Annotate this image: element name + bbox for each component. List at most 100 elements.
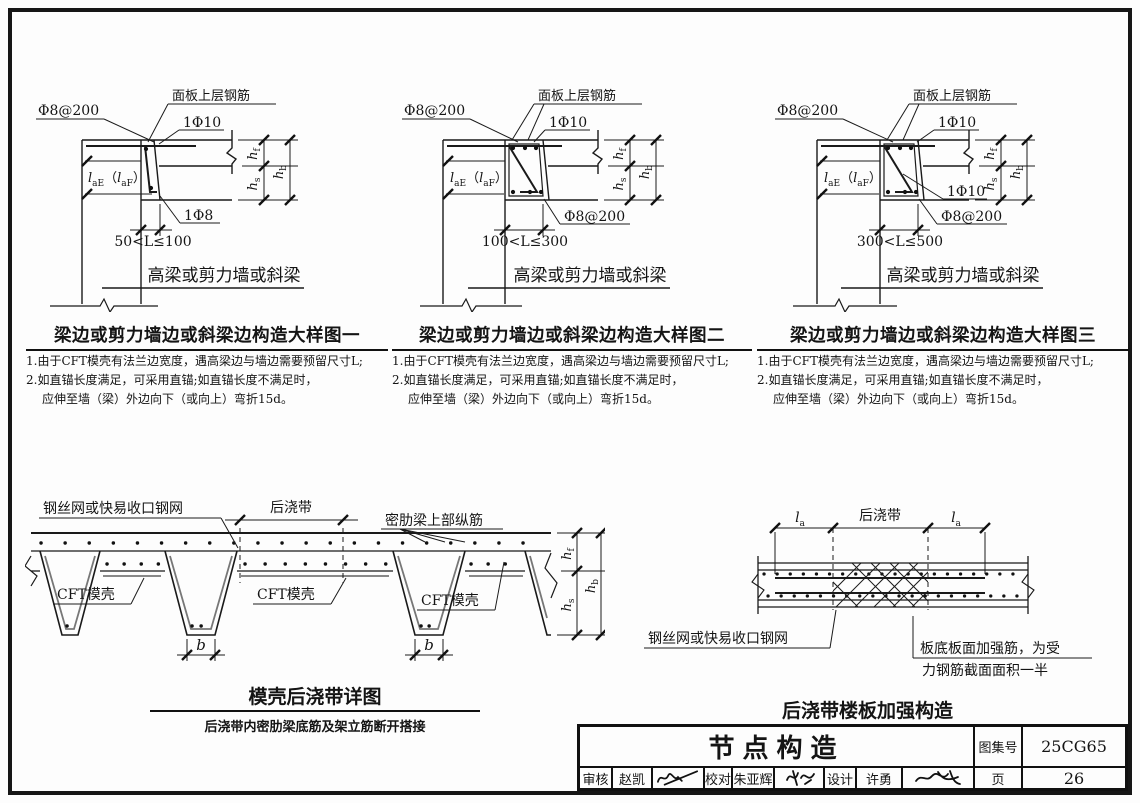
- detail-2-label-top-bar: 1Φ10: [549, 115, 587, 131]
- detail-figure-2: Φ8@200 面板上层钢筋 1Φ10 laE（laF） Φ8@200 100<L…: [392, 82, 752, 408]
- title-block: 节点构造 图集号 25CG65 审核 赵凯 校对 朱亚辉 设计 许勇: [577, 724, 1128, 791]
- formwork-label-strip: 后浇带: [270, 500, 312, 516]
- formwork-dim-hs: hs: [560, 598, 577, 611]
- detail-2-dim-hs: hs: [612, 177, 629, 190]
- detail-3-dim-hs: hs: [983, 177, 1000, 190]
- checker-name: 朱亚辉: [731, 768, 773, 788]
- checker-signature: [773, 768, 823, 788]
- formwork-dim-b-2: b: [424, 636, 434, 654]
- detail-2-label-range: 100<L≤300: [482, 234, 568, 250]
- detail-1-label-spacing: Φ8@200: [38, 103, 99, 119]
- slab-label-reinforce-1: 板底板面加强筋，为受: [920, 640, 1060, 657]
- slab-label-strip: 后浇带: [859, 508, 901, 524]
- slab-dim-lines: [774, 527, 986, 610]
- detail-1-dim-ticks: [81, 134, 296, 236]
- formwork-dim-lines: [177, 519, 609, 661]
- detail-1-label-top-bar: 1Φ10: [183, 115, 221, 131]
- slab-label-reinforce-2: 力钢筋截面面积一半: [922, 662, 1048, 679]
- slab-reinforce-bars: [775, 577, 985, 594]
- atlas-number-label: 图集号: [973, 727, 1021, 766]
- detail-3-dim-hf: hf: [983, 147, 1000, 159]
- detail-2-leaders: [402, 103, 642, 225]
- detail-figure-1: Φ8@200 面板上层钢筋 1Φ10 laE（laF） 1Φ8 50<L≤100…: [26, 82, 388, 408]
- formwork-dim-b-1: b: [196, 636, 206, 654]
- detail-3-note-1: 1.由于CFT模壳有法兰边宽度，遇高梁边与墙边需要预留尺寸L;: [757, 354, 1094, 368]
- detail-3-label-mid-bar: 1Φ10: [947, 184, 985, 200]
- detail-3-leaders: [775, 103, 1017, 225]
- designer-name: 许勇: [855, 768, 901, 788]
- detail-1-dim-hb: hb: [272, 165, 289, 179]
- sheet-border-frame: [8, 8, 1132, 795]
- slab-leaders: [644, 609, 1092, 659]
- detail-3-rebar-dots: [885, 145, 919, 195]
- detail-1-caption: 梁边或剪力墙边或斜梁边构造大样图一 1.由于CFT模壳有法兰边宽度，遇高梁边与墙…: [26, 322, 388, 408]
- detail-3-title: 梁边或剪力墙边或斜梁边构造大样图三: [757, 322, 1129, 351]
- detail-3-label-spacing: Φ8@200: [777, 103, 838, 119]
- check-label: 校对: [703, 768, 731, 788]
- detail-1-label-support: 高梁或剪力墙或斜梁: [148, 266, 301, 286]
- detail-3-label-anchor: laE（laF）: [824, 171, 882, 189]
- designer-signature-icon: [915, 770, 961, 785]
- detail-2-note-2: 2.如直锚长度满足，可采用直锚;如直锚长度不满足时，: [392, 373, 684, 387]
- detail-2-label-bottom-bar: Φ8@200: [564, 209, 625, 225]
- sheet-title: 节点构造: [708, 734, 845, 764]
- detail-1-rebar-dots: [143, 146, 154, 191]
- detail-2-label-anchor: laE（laF）: [450, 171, 508, 189]
- reviewer-name: 赵凯: [611, 768, 651, 788]
- detail-3-dim-lines: [820, 139, 1043, 289]
- formwork-label-mesh: 钢丝网或快易收口钢网: [43, 501, 183, 517]
- detail-2-note-3: 应伸至墙（梁）外边向下（或向上）弯折15d。: [408, 392, 659, 406]
- formwork-dim-ticks: [181, 514, 607, 661]
- detail-1-leaders: [36, 103, 276, 224]
- slab-caption: 后浇带楼板加强构造: [640, 696, 1095, 726]
- formwork-strip-figure: 钢丝网或快易收口钢网 后浇带 密肋梁上部纵筋 CFT模壳 CFT模壳 CFT模壳…: [24, 498, 609, 735]
- slab-rebar-dots: [762, 572, 1026, 598]
- cft-shell-lines: [44, 555, 548, 630]
- detail-3-label-top-layer: 面板上层钢筋: [913, 88, 991, 104]
- detail-1-note-3: 应伸至墙（梁）外边向下（或向上）弯折15d。: [42, 392, 293, 406]
- detail-3-label-bottom-bar: Φ8@200: [941, 209, 1002, 225]
- detail-2-dim-hb: hb: [638, 165, 655, 179]
- formwork-dim-hf: hf: [560, 547, 577, 559]
- detail-1-title: 梁边或剪力墙边或斜梁边构造大样图一: [26, 322, 388, 351]
- formwork-dim-hb: hb: [584, 579, 601, 593]
- detail-1-label-bottom-bar: 1Φ8: [184, 208, 213, 224]
- detail-3-caption: 梁边或剪力墙边或斜梁边构造大样图三 1.由于CFT模壳有法兰边宽度，遇高梁边与墙…: [757, 322, 1129, 408]
- detail-1-drawing: Φ8@200 面板上层钢筋 1Φ10 laE（laF） 1Φ8 50<L≤100…: [36, 88, 304, 314]
- formwork-caption: 模壳后浇带详图 后浇带内密肋梁底筋及架立筋断开搭接: [25, 682, 605, 735]
- detail-3-label-support: 高梁或剪力墙或斜梁: [887, 266, 1040, 286]
- formwork-title: 模壳后浇带详图: [150, 682, 480, 712]
- detail-2-drawing: Φ8@200 面板上层钢筋 1Φ10 laE（laF） Φ8@200 100<L…: [402, 88, 670, 314]
- detail-2-note-1: 1.由于CFT模壳有法兰边宽度，遇高梁边与墙边需要预留尺寸L;: [392, 354, 729, 368]
- formwork-structure-lines: [24, 532, 558, 636]
- reviewer-signature-icon: [657, 770, 699, 786]
- atlas-number-value: 25CG65: [1021, 727, 1125, 766]
- design-label: 设计: [823, 768, 855, 788]
- detail-2-dim-ticks: [442, 134, 662, 236]
- formwork-label-top-bars: 密肋梁上部纵筋: [385, 512, 483, 529]
- detail-1-rebar: [86, 145, 196, 193]
- detail-3-label-range: 300<L≤500: [857, 234, 943, 250]
- detail-2-label-support: 高梁或剪力墙或斜梁: [514, 266, 667, 286]
- detail-figure-3: Φ8@200 面板上层钢筋 1Φ10 laE（laF） 1Φ10 Φ8@200 …: [757, 82, 1129, 408]
- slab-dim-la-right: la: [951, 510, 961, 529]
- designer-signature: [901, 768, 973, 788]
- detail-3-dim-ticks: [816, 134, 1033, 236]
- slab-strip-drawing: la 后浇带 la 钢丝网或快易收口钢网 板底板面加强筋，为受 力钢筋截面面积一…: [644, 508, 1092, 679]
- formwork-subtitle: 后浇带内密肋梁底筋及架立筋断开搭接: [204, 720, 426, 735]
- formwork-rebar-dots: [39, 541, 547, 628]
- checker-signature-icon: [786, 770, 815, 786]
- slab-title: 后浇带楼板加强构造: [742, 696, 993, 726]
- strip-crosshatch: [833, 563, 928, 607]
- detail-2-title: 梁边或剪力墙边或斜梁边构造大样图二: [392, 322, 752, 351]
- detail-1-dim-hs: hs: [246, 177, 263, 190]
- review-label: 审核: [582, 772, 609, 788]
- detail-3-dim-hb: hb: [1009, 165, 1026, 179]
- detail-2-dim-hf: hf: [612, 147, 629, 159]
- detail-1-label-anchor: laE（laF）: [88, 171, 146, 189]
- formwork-label-shell-1: CFT模壳: [57, 586, 115, 603]
- detail-2-caption: 梁边或剪力墙边或斜梁边构造大样图二 1.由于CFT模壳有法兰边宽度，遇高梁边与墙…: [392, 322, 752, 408]
- title-block-row-2: 审核 赵凯 校对 朱亚辉 设计 许勇 页 26: [580, 768, 1125, 788]
- formwork-leaders: [39, 517, 505, 611]
